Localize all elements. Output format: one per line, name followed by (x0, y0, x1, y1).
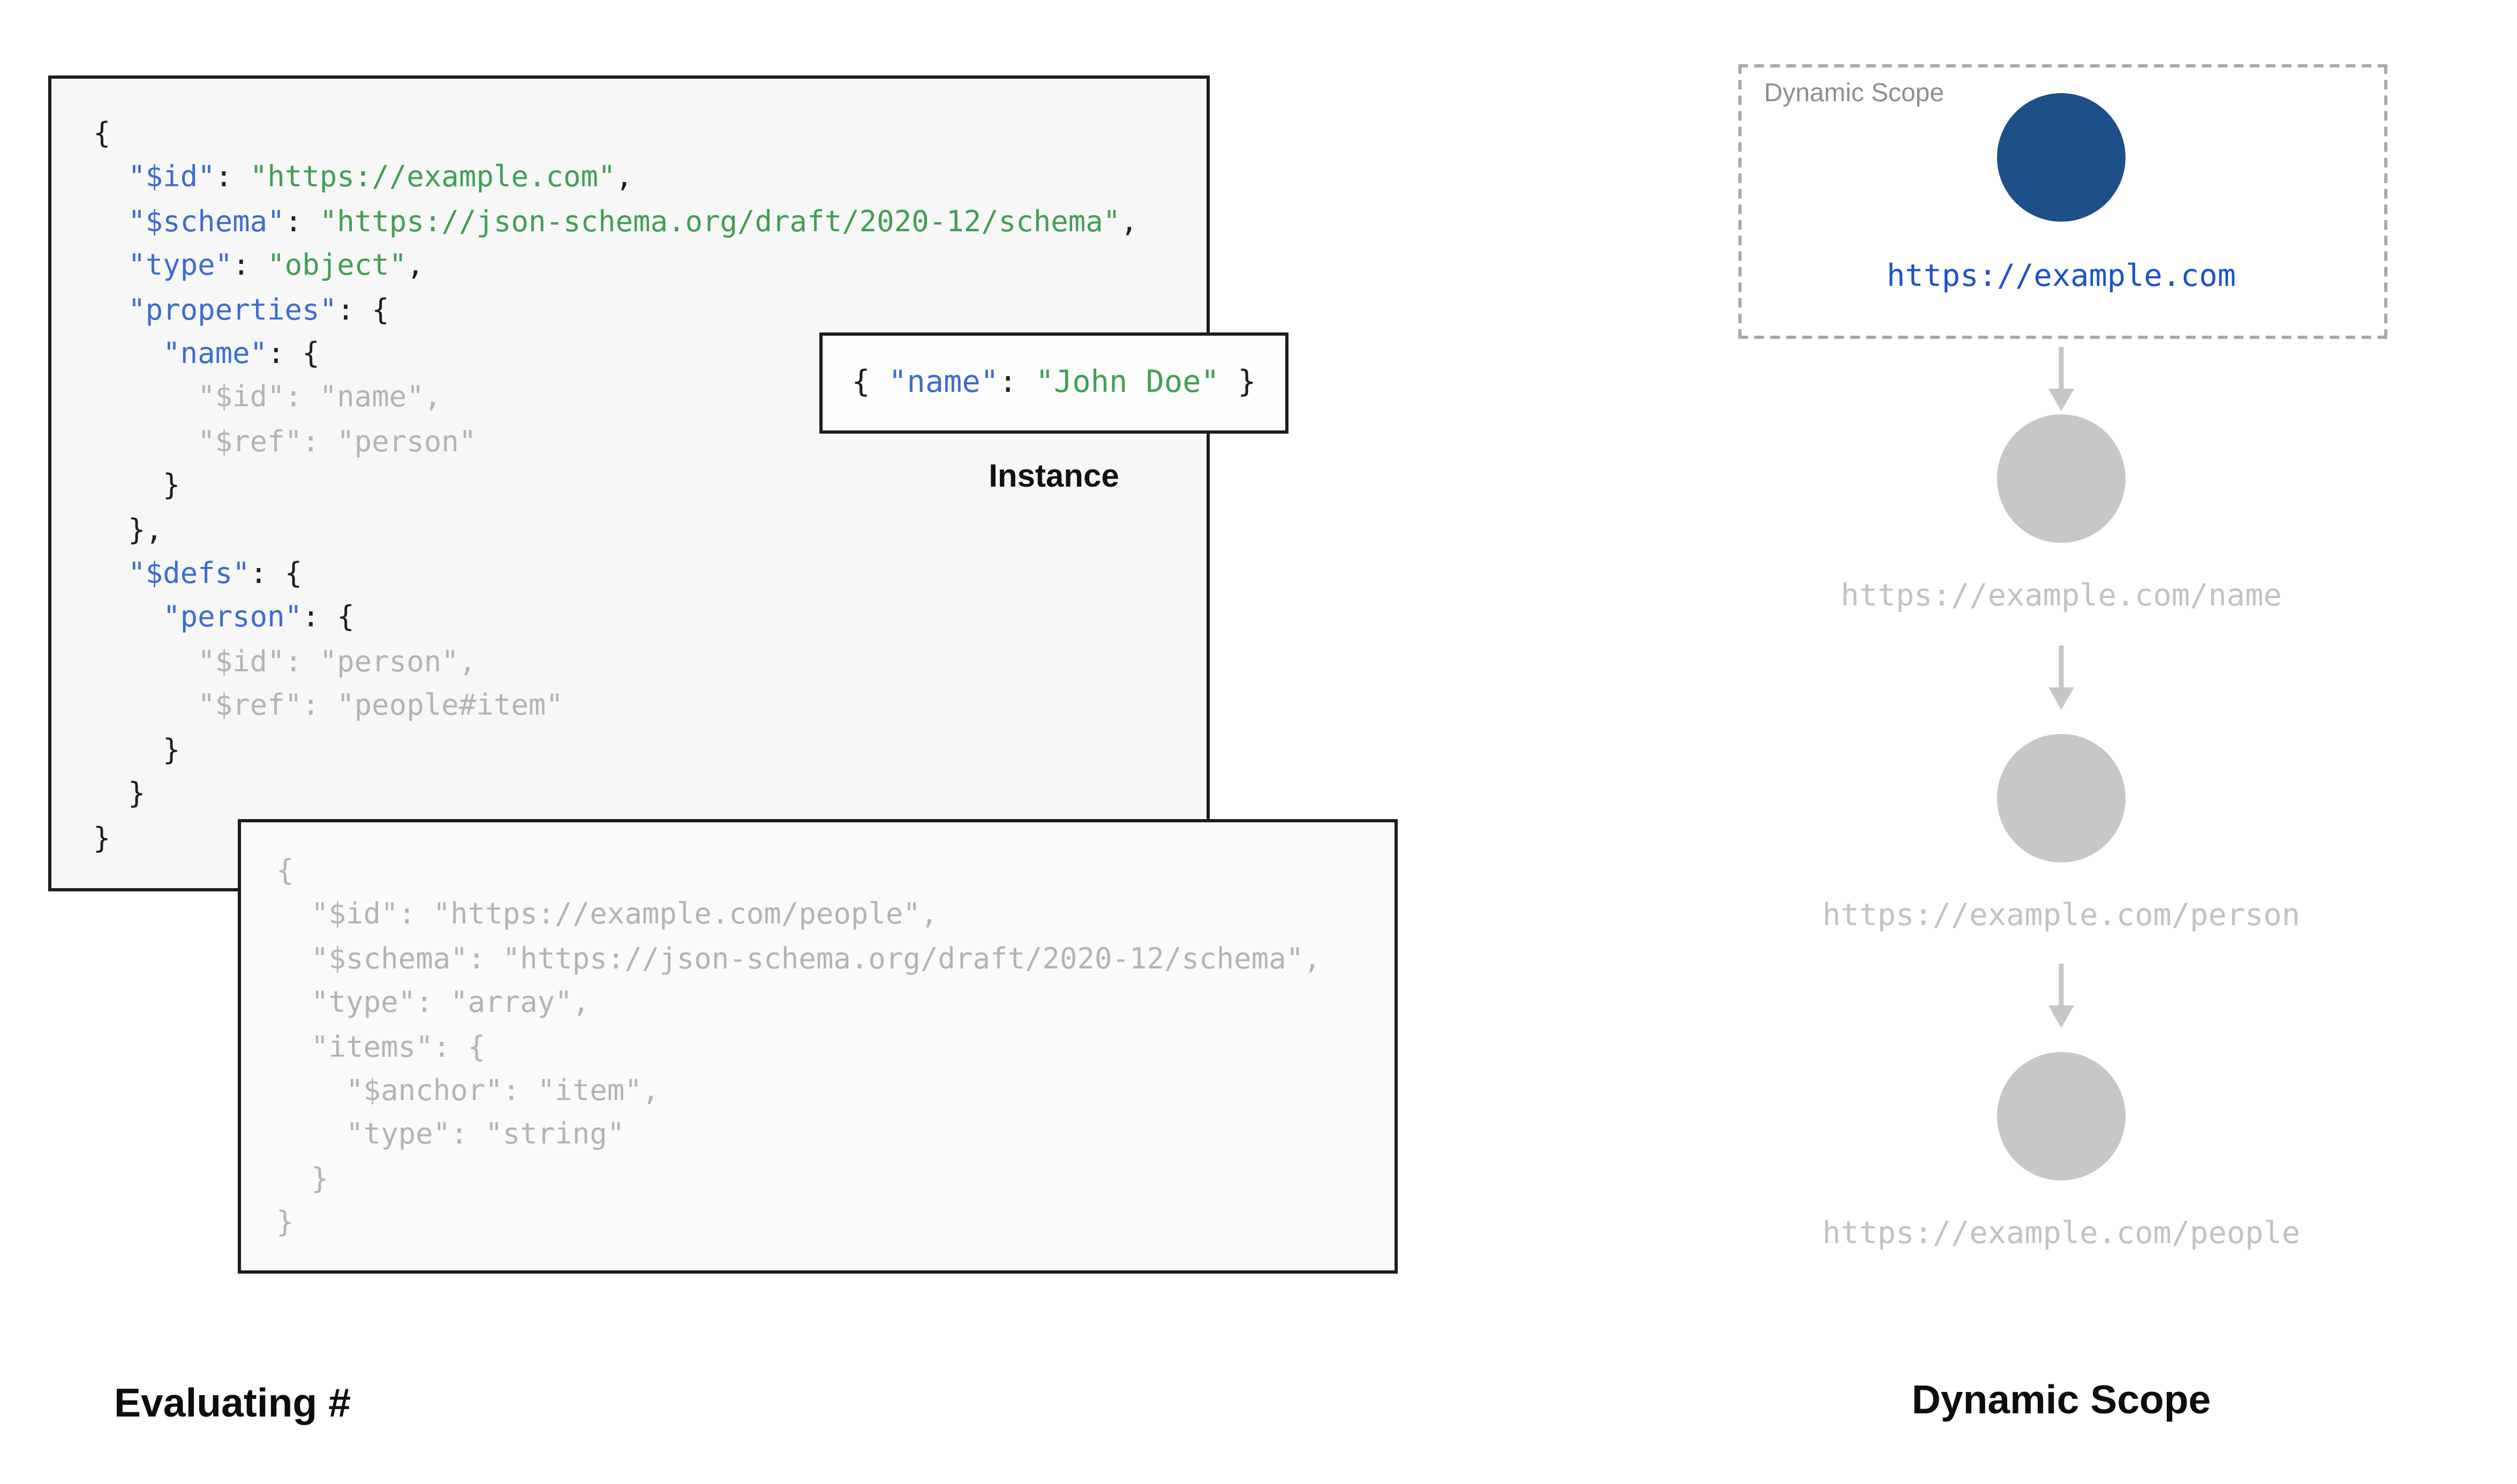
people-schema-code: { "$id": "https://example.com/people", "… (276, 854, 1321, 1240)
scope-node-circle-root (1997, 93, 2126, 222)
down-arrow-icon (2048, 347, 2074, 411)
scope-node-url-person: https://example.com/person (1822, 898, 2301, 933)
instance-code: { "name": "John Doe" } (851, 365, 1256, 400)
down-arrow-icon (2048, 646, 2074, 710)
evaluating-caption: Evaluating # (114, 1381, 351, 1426)
dynamic-scope-box: Dynamic Scope (1738, 64, 2387, 339)
scope-node-url-name: https://example.com/name (1841, 578, 2282, 614)
people-schema-box: { "$id": "https://example.com/people", "… (238, 819, 1398, 1274)
main-schema-code: { "$id": "https://example.com", "$schema… (93, 117, 1138, 855)
scope-node-circle-name (1997, 414, 2126, 543)
dynamic-scope-caption: Dynamic Scope (1911, 1378, 2211, 1423)
dynamic-scope-box-label: Dynamic Scope (1764, 80, 1945, 108)
down-arrow-icon (2048, 964, 2074, 1028)
instance-box: { "name": "John Doe" } (819, 332, 1288, 434)
scope-node-url-root: https://example.com (1886, 259, 2236, 294)
scope-node-circle-person (1997, 734, 2126, 862)
scope-node-url-people: https://example.com/people (1822, 1216, 2301, 1251)
main-schema-box: { "$id": "https://example.com", "$schema… (48, 75, 1210, 891)
instance-label: Instance (989, 459, 1119, 495)
scope-node-circle-people (1997, 1052, 2126, 1180)
